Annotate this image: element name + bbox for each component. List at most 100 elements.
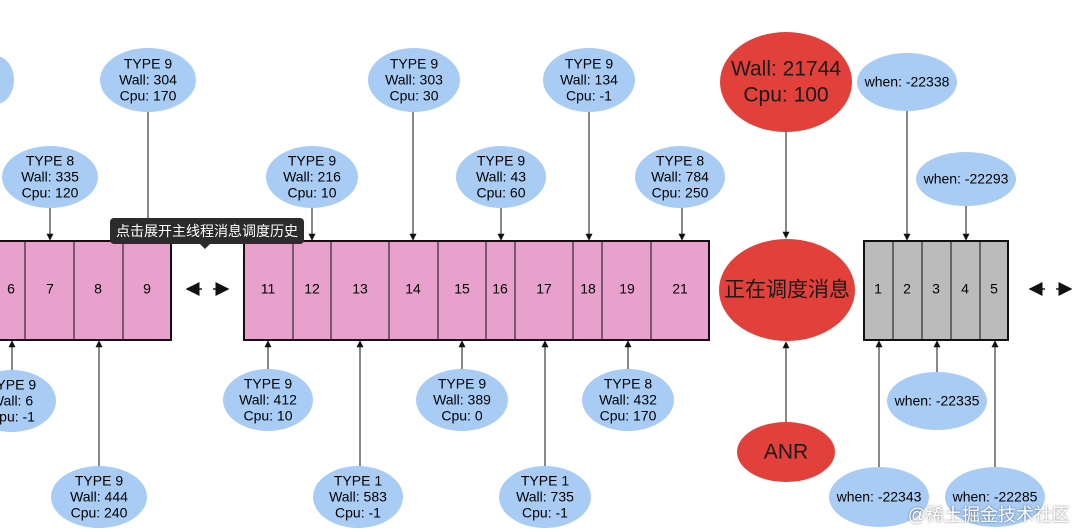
svg-text:Cpu: 120: Cpu: 120: [22, 185, 79, 201]
svg-text:ANR: ANR: [764, 441, 808, 464]
pending-label: when: -22338: [857, 53, 957, 111]
history-label: TYPE 9 Wall: 303 Cpu: 30: [368, 48, 460, 112]
svg-text:TYPE 9: TYPE 9: [124, 56, 172, 72]
svg-text:TYPE 9: TYPE 9: [438, 376, 486, 392]
svg-text:Wall: 735: Wall: 735: [516, 489, 574, 505]
svg-text:Wall: 303: Wall: 303: [385, 72, 443, 88]
history-label: TYPE 1 Wall: 735 Cpu: -1: [499, 466, 591, 528]
history-label: TYPE 9 Wall: 43 Cpu: 60: [456, 146, 546, 208]
svg-text:Cpu: -1: Cpu: -1: [566, 88, 612, 104]
pending-label: when: -22335: [887, 372, 987, 430]
anr-node: ANR: [737, 422, 835, 482]
queue-cell: 17: [536, 281, 552, 297]
svg-text:TYPE 1: TYPE 1: [521, 473, 569, 489]
svg-text:Wall: 43: Wall: 43: [476, 169, 526, 185]
svg-text:TYPE 9: TYPE 9: [477, 153, 525, 169]
pending-queue[interactable]: 1 2 3 4 5: [863, 240, 1009, 341]
svg-text:Wall: 389: Wall: 389: [433, 392, 491, 408]
svg-text:TYPE 8: TYPE 8: [656, 153, 704, 169]
history-label: TYPE 9 Wall: 444 Cpu: 240: [51, 466, 147, 528]
pending-label: when: -22343: [829, 467, 929, 527]
pending-label: when: -22293: [916, 152, 1016, 206]
svg-text:TYPE 9: TYPE 9: [0, 377, 36, 393]
svg-text:Cpu: -1: Cpu: -1: [0, 409, 35, 425]
expand-history-tooltip[interactable]: 点击展开主线程消息调度历史: [110, 218, 304, 244]
svg-text:Wall: 21744: Wall: 21744: [731, 58, 841, 81]
queue-cell: 9: [143, 281, 151, 297]
svg-text:Cpu: 10: Cpu: 10: [287, 185, 336, 201]
svg-text:Cpu: -1: Cpu: -1: [522, 505, 568, 521]
svg-text:Wall: 583: Wall: 583: [329, 489, 387, 505]
svg-text:Wall: 432: Wall: 432: [599, 392, 657, 408]
svg-text:Cpu: 100: Cpu: 100: [743, 84, 828, 107]
queue-cell: 6: [7, 281, 15, 297]
queue-cell: 18: [580, 281, 596, 297]
current-message-label: 正在调度消息: [724, 279, 850, 302]
history-queue-left[interactable]: 6 7 8 9: [0, 240, 172, 341]
label-bubble-partial: [0, 56, 14, 104]
queue-cell: 1: [874, 281, 882, 297]
history-label: TYPE 9 Wall: 134 Cpu: -1: [543, 48, 635, 112]
current-stats-node: Wall: 21744 Cpu: 100: [720, 32, 852, 132]
queue-cell: 15: [454, 281, 470, 297]
queue-cell: 4: [961, 281, 969, 297]
queue-cell: 21: [672, 281, 688, 297]
svg-text:Cpu: 0: Cpu: 0: [441, 408, 482, 424]
svg-text:when: -22338: when: -22338: [864, 74, 950, 90]
svg-text:when: -22335: when: -22335: [894, 393, 980, 409]
svg-text:Cpu: 170: Cpu: 170: [120, 88, 177, 104]
svg-text:TYPE 9: TYPE 9: [75, 473, 123, 489]
watermark: @稀土掘金技术社区: [907, 505, 1070, 525]
queue-cell: 11: [261, 281, 276, 297]
svg-text:Wall: 412: Wall: 412: [239, 392, 297, 408]
queue-cell: 14: [405, 281, 421, 297]
history-label: TYPE 9 Wall: 412 Cpu: 10: [223, 369, 313, 431]
queue-cell: 5: [990, 281, 998, 297]
svg-text:Cpu: 30: Cpu: 30: [389, 88, 438, 104]
history-queue-main[interactable]: 11 12 13 14 15 16 17 18 19 21: [243, 240, 710, 341]
svg-text:Cpu: 60: Cpu: 60: [476, 185, 525, 201]
tooltip-arrow: [200, 244, 210, 249]
svg-text:Cpu: -1: Cpu: -1: [335, 505, 381, 521]
history-label: TYPE 9 Wall: 6 Cpu: -1: [0, 370, 56, 432]
queue-cell: 13: [352, 281, 368, 297]
history-label: TYPE 9 Wall: 216 Cpu: 10: [266, 146, 358, 208]
svg-text:Cpu: 10: Cpu: 10: [243, 408, 292, 424]
history-label: TYPE 8 Wall: 432 Cpu: 170: [582, 369, 674, 431]
svg-text:Wall: 6: Wall: 6: [0, 393, 33, 409]
svg-text:Cpu: 170: Cpu: 170: [600, 408, 657, 424]
svg-text:TYPE 1: TYPE 1: [334, 473, 382, 489]
svg-text:when: -22285: when: -22285: [952, 489, 1038, 505]
svg-text:Cpu: 240: Cpu: 240: [71, 505, 128, 521]
svg-text:Wall: 444: Wall: 444: [70, 489, 128, 505]
svg-text:Wall: 134: Wall: 134: [560, 72, 618, 88]
queue-cell: 19: [619, 281, 635, 297]
svg-text:Wall: 304: Wall: 304: [119, 72, 177, 88]
connectors: [8, 111, 999, 468]
queue-cell: 2: [903, 281, 911, 297]
history-label: TYPE 1 Wall: 583 Cpu: -1: [313, 466, 403, 528]
svg-text:TYPE 9: TYPE 9: [390, 56, 438, 72]
svg-text:TYPE 8: TYPE 8: [26, 153, 74, 169]
svg-text:when: -22293: when: -22293: [923, 171, 1009, 187]
svg-text:Wall: 335: Wall: 335: [21, 169, 79, 185]
history-label: TYPE 9 Wall: 304 Cpu: 170: [100, 48, 196, 112]
svg-text:TYPE 8: TYPE 8: [604, 376, 652, 392]
queue-cell: 7: [46, 281, 54, 297]
queue-cell: 3: [932, 281, 940, 297]
history-label: TYPE 8 Wall: 784 Cpu: 250: [635, 146, 725, 208]
svg-text:TYPE 9: TYPE 9: [288, 153, 336, 169]
current-message-node[interactable]: 正在调度消息: [719, 239, 855, 341]
queue-cell: 12: [304, 281, 320, 297]
svg-text:TYPE 9: TYPE 9: [244, 376, 292, 392]
history-label: TYPE 9 Wall: 389 Cpu: 0: [416, 369, 508, 431]
pending-label: when: -22285: [945, 467, 1045, 527]
svg-text:TYPE 9: TYPE 9: [565, 56, 613, 72]
svg-text:Wall: 216: Wall: 216: [283, 169, 341, 185]
svg-text:Cpu: 250: Cpu: 250: [652, 185, 709, 201]
svg-text:when: -22343: when: -22343: [836, 489, 922, 505]
queue-cell: 16: [492, 281, 508, 297]
svg-text:Wall: 784: Wall: 784: [651, 169, 709, 185]
history-label: TYPE 8 Wall: 335 Cpu: 120: [2, 146, 98, 208]
queue-cell: 8: [94, 281, 102, 297]
